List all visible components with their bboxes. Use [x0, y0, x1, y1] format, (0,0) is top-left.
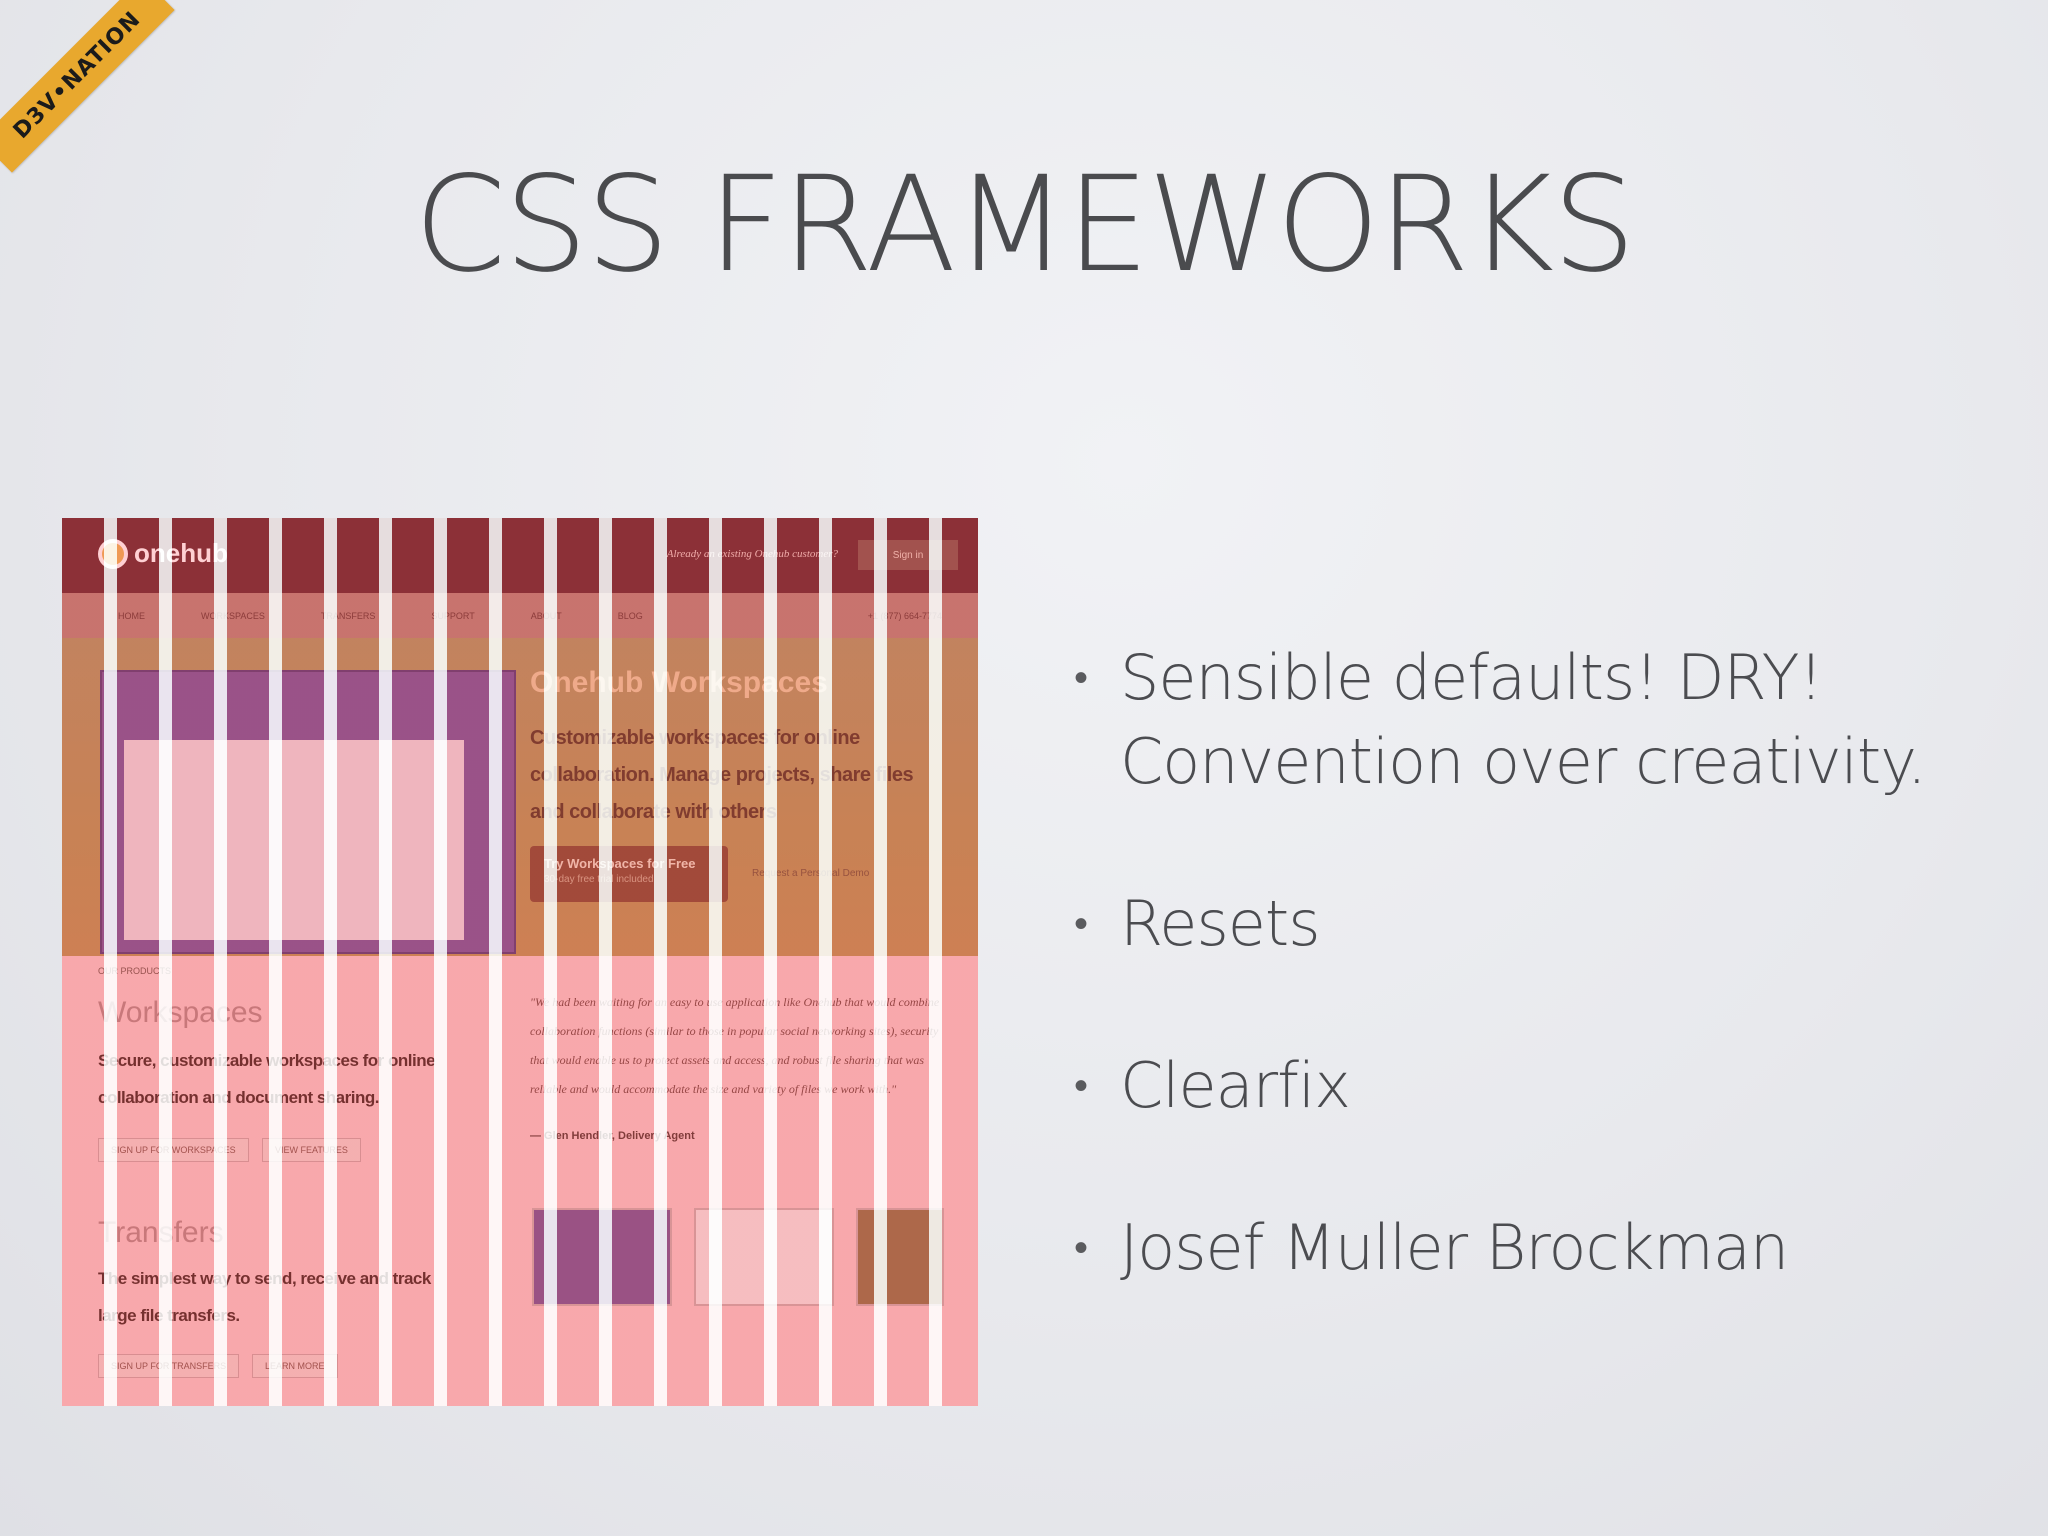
bullet-item: • Resets — [1074, 882, 2034, 966]
bullet-text: Resets — [1120, 887, 1320, 960]
onehub-logo-icon — [98, 538, 128, 569]
devnation-logo: D3V•NATION — [0, 0, 175, 173]
existing-customer-note: Already an existing Onehub customer? — [666, 548, 838, 560]
workspaces-heading: Workspaces — [98, 996, 263, 1029]
hero-text: Customizable workspaces for online colla… — [530, 727, 914, 823]
bullet-dot-icon: • — [1074, 1063, 1088, 1109]
bullet-text: Sensible defaults! DRY! Convention over … — [1120, 641, 1927, 798]
nav-item-about: ABOUT — [530, 610, 562, 621]
nav-item-transfers: TRANSFERS — [320, 610, 376, 621]
site-nav-items: HOME WORKSPACES TRANSFERS SUPPORT ABOUT … — [62, 593, 978, 638]
bullet-dot-icon: • — [1074, 901, 1088, 947]
transfers-heading: Transfers — [98, 1216, 224, 1249]
nav-item-blog: BLOG — [617, 610, 643, 621]
website-screenshot: onehub Already an existing Onehub custom… — [62, 518, 978, 1406]
bullet-text: Clearfix — [1120, 1049, 1351, 1122]
hero-cta-sub: 30-day free trial included — [544, 874, 654, 885]
nav-item-support: SUPPORT — [431, 610, 475, 621]
bullet-item: • Josef Muller Brockman — [1074, 1206, 2034, 1290]
site-brand: onehub — [98, 538, 228, 569]
testimonial-quote: "We had been waiting for an easy to use … — [530, 995, 940, 1096]
transfers-signup-button: SIGN UP FOR TRANSFERS — [98, 1354, 240, 1378]
hero-title: Onehub Workspaces — [530, 666, 828, 699]
transfers-text: The simplest way to send, receive and tr… — [98, 1269, 431, 1325]
slide-title: CSS FRAMEWORKS — [413, 148, 1636, 302]
bullet-list: • Sensible defaults! DRY! Convention ove… — [1074, 636, 2034, 1290]
hero-cta-button: Try Workspaces for Free 30-day free tria… — [530, 846, 728, 902]
workspaces-signup-button: SIGN UP FOR WORKSPACES — [98, 1138, 249, 1162]
hero-app-preview — [100, 670, 516, 954]
thumbnail-1 — [532, 1208, 672, 1306]
workspaces-features-button: VIEW FEATURES — [262, 1138, 361, 1162]
nav-item-home: HOME — [118, 610, 145, 621]
hero-cta-label: Try Workspaces for Free — [544, 856, 696, 871]
devnation-logo-text: D3V•NATION — [8, 6, 146, 144]
bullet-item: • Sensible defaults! DRY! Convention ove… — [1074, 636, 2034, 804]
site-brand-name: onehub — [134, 538, 228, 568]
hero-app-preview-content — [124, 740, 464, 940]
transfers-learn-button: LEARN MORE — [252, 1354, 338, 1378]
thumbnail-3 — [856, 1208, 944, 1306]
bullet-dot-icon: • — [1074, 1225, 1088, 1271]
thumbnail-2 — [694, 1208, 834, 1306]
testimonial-author: — Glen Hendler, Delivery Agent — [530, 1130, 695, 1142]
nav-item-workspaces: WORKSPACES — [201, 610, 265, 621]
bullet-dot-icon: • — [1074, 655, 1088, 701]
bullet-item: • Clearfix — [1074, 1044, 2034, 1128]
nav-phone: +1 (877) 664-7774 — [867, 610, 942, 621]
workspaces-text: Secure, customizable workspaces for onli… — [98, 1051, 436, 1107]
hero-demo-link: Request a Personal Demo — [752, 868, 870, 879]
signin-button: Sign in — [858, 540, 958, 570]
products-label: OUR PRODUCTS — [98, 966, 172, 976]
bullet-text: Josef Muller Brockman — [1120, 1211, 1789, 1284]
